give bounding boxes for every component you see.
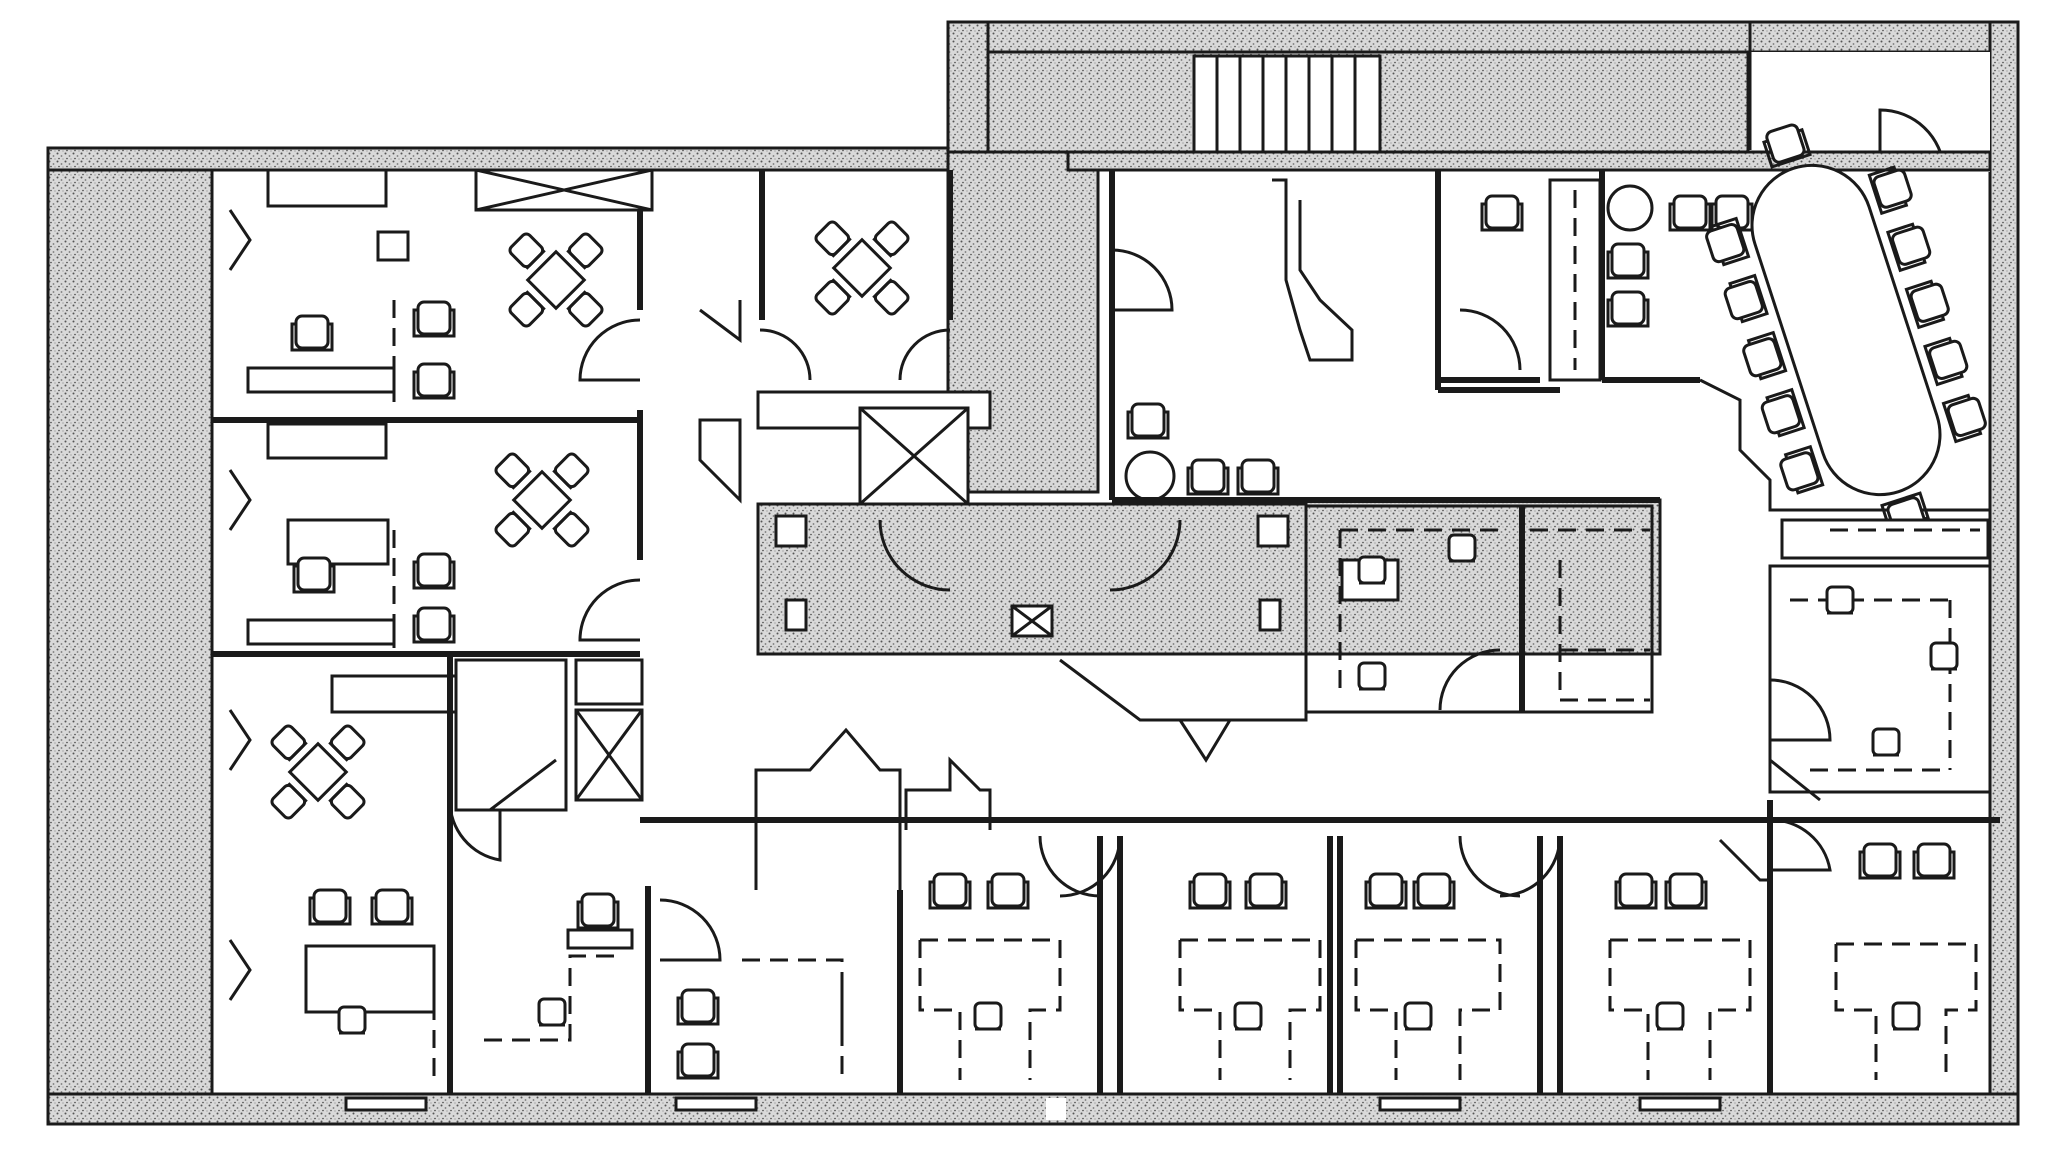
upper-right-rooms [1109, 170, 1754, 503]
shaft-hatch [946, 150, 1100, 494]
middle-offices [1304, 504, 1992, 802]
stair [1192, 54, 1382, 154]
core [698, 390, 1662, 763]
bottom-offices [344, 727, 2000, 1120]
closets [454, 658, 644, 812]
left-offices [212, 168, 654, 1094]
small-meeting-room [699, 170, 953, 381]
conference-room [1699, 120, 1990, 560]
